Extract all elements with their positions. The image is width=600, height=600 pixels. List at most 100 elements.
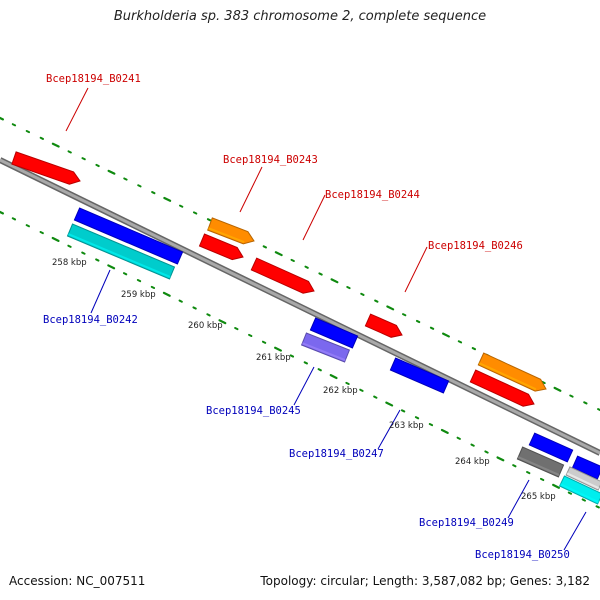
gene-arrow: [207, 217, 255, 245]
gene-features: [11, 151, 600, 505]
callout-line: [90, 269, 111, 314]
gene-arrow-highlight: [478, 362, 537, 391]
tick-mark-upper: [360, 292, 365, 296]
tick-mark-upper: [597, 408, 600, 412]
gene-arrow-highlight: [365, 323, 393, 337]
tick-mark-lower: [274, 346, 282, 352]
tick-mark-upper: [290, 258, 295, 263]
gene-label: Bcep18194_B0250: [475, 549, 570, 561]
tick-mark-lower: [303, 361, 308, 365]
gene-arrow-body: [207, 217, 255, 245]
tick-mark-lower: [95, 258, 100, 262]
tick-mark-upper: [442, 332, 450, 338]
callout-line: [404, 246, 428, 293]
tick-mark-lower: [178, 299, 183, 303]
gene-arrow: [11, 151, 81, 185]
tick-mark-lower: [581, 498, 586, 502]
tick-mark-lower: [0, 210, 4, 215]
tick-mark-lower: [248, 333, 253, 338]
tick-mark-lower: [25, 224, 30, 228]
gene-label: Bcep18194_B0245: [206, 405, 301, 417]
tick-mark-lower: [107, 264, 116, 270]
gene-arrow: [300, 332, 351, 363]
tick-mark-upper: [553, 386, 562, 392]
tick-mark-lower: [512, 464, 517, 468]
tick-mark-upper: [11, 123, 17, 127]
gene-label: Bcep18194_B0242: [43, 314, 138, 326]
tick-mark-lower: [359, 388, 364, 392]
tick-mark-lower: [595, 505, 600, 509]
gene-arrow: [571, 455, 600, 480]
gene-arrow: [198, 233, 244, 261]
tick-mark-lower: [261, 340, 267, 344]
tick-mark-upper: [192, 211, 198, 215]
tick-mark-upper: [95, 163, 100, 168]
scale-label: 263 kbp: [389, 421, 424, 431]
tick-mark-lower: [400, 409, 406, 413]
gene-arrow-body: [11, 151, 81, 185]
tick-mark-upper: [429, 326, 435, 330]
gene-arrow: [565, 466, 600, 491]
gene-arrow-body: [571, 455, 600, 480]
gene-arrow-highlight: [470, 379, 525, 406]
scale-label: 260 kbp: [188, 321, 223, 331]
gene-arrow-highlight: [560, 483, 599, 504]
sequence-summary: Topology: circular; Length: 3,587,082 bp…: [260, 574, 590, 588]
tick-mark-upper: [25, 129, 31, 134]
gene-arrow-highlight: [251, 267, 305, 293]
tick-mark-upper: [107, 169, 116, 175]
tick-mark-upper: [541, 380, 546, 385]
gene-arrow-body: [300, 332, 351, 363]
tick-mark-lower: [414, 416, 420, 420]
map-title: Burkholderia sp. 383 chromosome 2, compl…: [113, 9, 487, 24]
tick-mark-lower: [67, 244, 72, 248]
tick-mark-lower: [373, 395, 378, 399]
tick-mark-upper: [374, 299, 379, 303]
gene-arrow: [309, 317, 359, 349]
tick-mark-lower: [162, 291, 171, 297]
tick-mark-upper: [402, 313, 407, 317]
tick-mark-lower: [329, 374, 338, 380]
tick-mark-upper: [471, 347, 477, 351]
tick-mark-lower: [440, 428, 449, 434]
gene-arrow-body: [198, 233, 244, 261]
gene-label: Bcep18194_B0246: [428, 240, 523, 252]
gene-arrow-body: [66, 223, 176, 280]
tick-mark-lower: [51, 236, 60, 242]
gene-arrow-body: [528, 432, 574, 463]
tick-mark-upper: [206, 218, 212, 222]
tick-mark-upper: [163, 196, 172, 202]
gene-arrow: [250, 257, 315, 294]
gene-arrow-highlight: [67, 233, 171, 279]
gene-label: Bcep18194_B0241: [46, 73, 141, 85]
tick-mark-lower: [484, 450, 489, 454]
gene-arrow-body: [364, 313, 403, 338]
callout-line: [239, 166, 263, 213]
gene-arrow: [477, 352, 547, 392]
tick-mark-lower: [150, 285, 156, 290]
tick-mark-upper: [123, 177, 128, 181]
tick-mark-upper: [457, 340, 463, 344]
tick-mark-lower: [136, 279, 142, 283]
tick-mark-lower: [81, 251, 86, 255]
gene-arrow-highlight: [390, 367, 445, 393]
callout-line: [377, 409, 401, 450]
gene-arrow-highlight: [208, 227, 245, 243]
scale-label: 265 kbp: [521, 492, 556, 502]
tick-mark-upper: [81, 157, 86, 161]
tick-mark-upper: [346, 285, 351, 290]
tick-mark-lower: [206, 313, 211, 317]
tick-mark-lower: [122, 272, 128, 276]
tick-mark-lower: [567, 491, 573, 495]
gene-arrow-body: [516, 446, 565, 478]
gene-arrow-body: [558, 475, 600, 505]
tick-mark-lower: [428, 423, 434, 427]
tick-mark-upper: [67, 150, 72, 154]
backbone: [0, 157, 600, 456]
gene-arrow: [364, 313, 403, 338]
gene-arrow: [389, 357, 450, 394]
gene-arrow-highlight: [74, 217, 179, 264]
scale-label: 264 kbp: [455, 457, 490, 467]
tick-mark-lower: [317, 368, 322, 372]
